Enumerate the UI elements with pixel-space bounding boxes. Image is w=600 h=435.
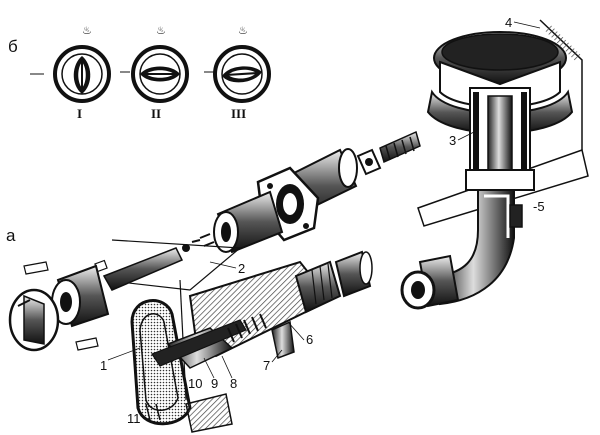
callout-2: 2 [238,261,245,276]
screw-part [75,337,99,351]
flame-icon: ♨ [238,25,248,37]
base-plate [185,393,233,433]
callout-5: -5 [533,199,545,214]
valve-stem [102,247,184,291]
roman-label-1: I [77,106,82,121]
burner-tube [487,95,513,175]
section-label-b: б [8,37,18,56]
roman-label-2: II [151,106,161,121]
ball-part [182,244,190,252]
burner-assembly [400,19,589,310]
callout-9: 9 [211,376,218,391]
valve-position-1: ♨ I [30,25,111,121]
callout-6: 6 [306,332,313,347]
control-knob [8,288,60,352]
callout-labels: 1 2 3 4 -5 6 7 8 9 10 11 [100,15,545,426]
callout-7: 7 [263,358,270,373]
valve-body-exploded-parts [182,130,421,254]
mounting-bracket [111,239,242,291]
outlet-stub [271,320,295,360]
small-spring [191,233,215,247]
roman-label-3: III [231,106,246,121]
valve-main-assembly [8,239,373,433]
callout-10: 10 [188,376,202,391]
section-label-a: а [6,226,16,245]
valve-position-2: ♨ II [120,25,189,121]
screw-part [23,261,49,275]
flame-icon: ♨ [156,25,166,37]
callout-3: 3 [449,133,456,148]
callout-1: 1 [100,358,107,373]
valve-position-3: ♨ III [204,25,271,121]
callout-4: 4 [505,15,512,30]
callout-8: 8 [230,376,237,391]
spring-part [379,130,421,164]
callout-11: 11 [127,411,141,426]
flame-icon: ♨ [82,25,92,37]
